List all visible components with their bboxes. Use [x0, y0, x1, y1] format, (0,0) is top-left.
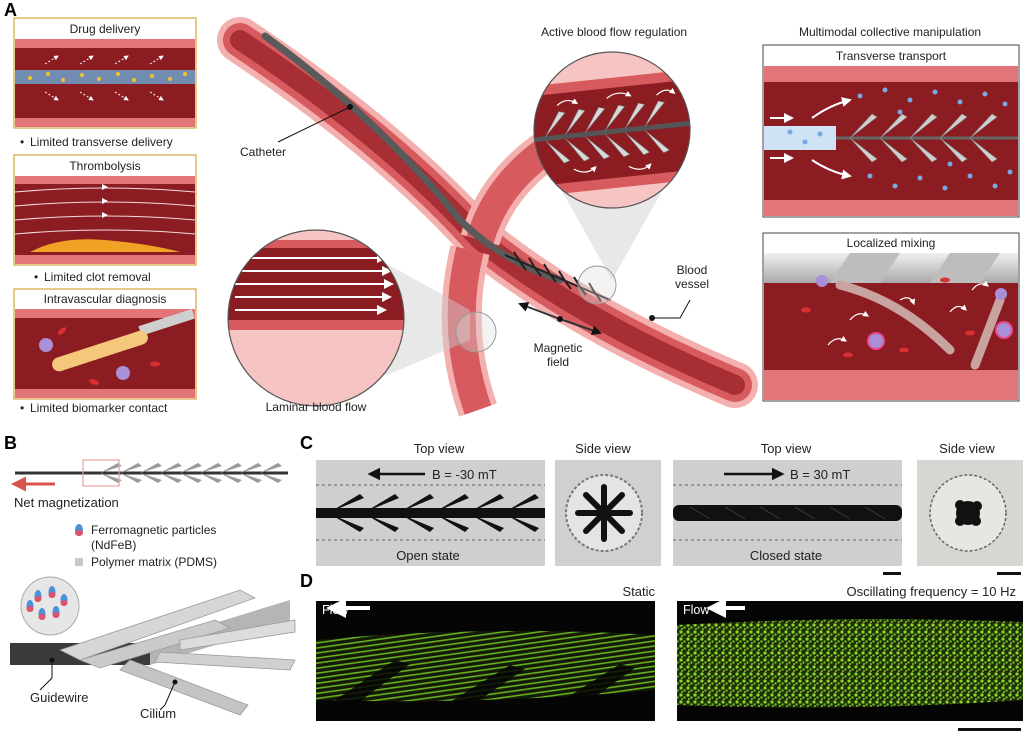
drug-delivery-panel: Drug delivery: [13, 17, 197, 129]
top-view-open: [316, 460, 545, 566]
flow-label-2: Flow: [683, 603, 710, 617]
oscillating-label: Oscillating frequency = 10 Hz: [847, 584, 1016, 599]
multimodal-title: Multimodal collective manipulation: [799, 25, 981, 39]
diagnostic-probe: [52, 330, 148, 372]
active-flow-zoom: [534, 52, 690, 208]
laminar-flow-zoom: [228, 230, 404, 406]
bullet-3: •: [20, 401, 24, 415]
side-view-closed: [917, 460, 1023, 566]
thrombolysis-note: Limited clot removal: [44, 270, 151, 284]
laminar-label: Laminar blood flow: [266, 400, 367, 414]
vessel-label-1: Blood: [677, 263, 708, 277]
transverse-title: Transverse transport: [836, 49, 947, 63]
clot: [30, 239, 180, 252]
panel-label-c: C: [300, 433, 313, 453]
top-view-label-1: Top view: [414, 441, 465, 456]
diagnosis-note: Limited biomarker contact: [30, 401, 168, 415]
field-neg-label: B = -30 mT: [432, 467, 497, 482]
flow-label-1: Flow: [322, 603, 349, 617]
scale-bar-d: [958, 728, 1021, 731]
cilia-overview: [15, 459, 288, 487]
active-flow-label: Active blood flow regulation: [541, 25, 687, 39]
pdms-legend-icon: [75, 558, 83, 566]
side-view-label-2: Side view: [939, 441, 995, 456]
thrombolysis-title: Thrombolysis: [69, 159, 140, 173]
catheter-label: Catheter: [240, 145, 286, 159]
vessel-label-2: vessel: [675, 277, 709, 291]
open-state-label: Open state: [396, 548, 460, 563]
mixing-title: Localized mixing: [847, 236, 936, 250]
static-flow-image: [316, 598, 655, 721]
bullet-1: •: [20, 135, 24, 149]
closed-state-label: Closed state: [750, 548, 822, 563]
oscillating-flow-image: [677, 598, 1023, 721]
magnetic-field-label-1: Magnetic: [534, 341, 583, 355]
side-view-open: [555, 460, 661, 566]
guidewire-label: Guidewire: [30, 690, 89, 705]
panel-label-b: B: [4, 433, 17, 453]
drug-delivery-note: Limited transverse delivery: [30, 135, 173, 149]
thrombolysis-panel: Thrombolysis: [13, 154, 197, 266]
cilia-3d-render: [10, 576, 296, 716]
scale-bar-c2: [997, 572, 1021, 575]
localized-mixing-panel: Localized mixing: [762, 232, 1020, 402]
cilium-label: Cilium: [140, 706, 176, 721]
field-pos-label: B = 30 mT: [790, 467, 850, 482]
net-magnetization-label: Net magnetization: [14, 495, 119, 510]
static-label: Static: [622, 584, 655, 599]
panel-label-a: A: [4, 0, 17, 20]
magnetic-field-label-2: field: [547, 355, 569, 369]
catheter: [261, 32, 564, 284]
magnetic-field-arrow: [518, 302, 602, 336]
side-view-label-1: Side view: [575, 441, 631, 456]
ferro-label-2: (NdFeB): [91, 538, 136, 552]
scale-bar-c1: [883, 572, 901, 575]
ferro-label-1: Ferromagnetic particles: [91, 523, 216, 537]
transverse-transport-panel: Transverse transport: [762, 44, 1020, 218]
polymer-label: Polymer matrix (PDMS): [91, 555, 217, 569]
bullet-2: •: [34, 270, 38, 284]
diagnosis-title: Intravascular diagnosis: [44, 292, 167, 306]
panel-label-d: D: [300, 571, 313, 591]
top-view-closed: [673, 460, 902, 566]
top-view-label-2: Top view: [761, 441, 812, 456]
drug-delivery-title: Drug delivery: [70, 22, 141, 36]
diagnosis-panel: Intravascular diagnosis: [13, 288, 197, 400]
